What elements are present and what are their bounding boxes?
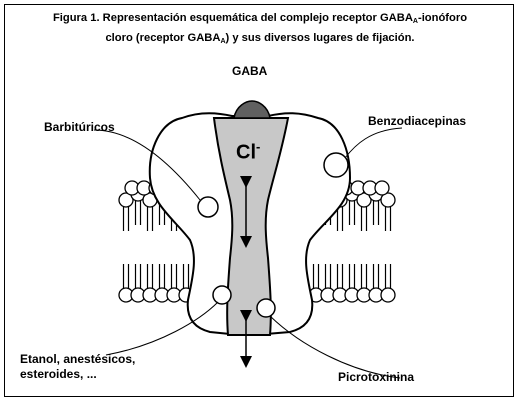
etanol-label-line-1: Etanol, anestésicos, — [20, 352, 136, 366]
caption-line-2-text: cloro (receptor GABA — [105, 32, 221, 44]
caption-line-1-subscript: A — [412, 18, 418, 25]
caption-line-2: cloro (receptor GABAA) y sus diversos lu… — [20, 30, 500, 50]
picrotoxinina-leader-line — [269, 315, 401, 379]
phospholipid — [320, 264, 336, 303]
phospholipid — [380, 264, 396, 303]
phospholipid — [356, 264, 372, 303]
caption-line-1: Figura 1. Representación esquemática del… — [20, 10, 500, 30]
etanol-label-line-2: esteroides, ... — [20, 367, 97, 381]
ethanol-binding-site — [212, 285, 232, 305]
phospholipid — [118, 264, 134, 303]
benzodiazepine-binding-site — [323, 152, 349, 178]
phospholipid — [380, 192, 396, 231]
benzodiacepinas-leader-line — [344, 127, 403, 159]
chloride-symbol: Cl — [236, 141, 256, 164]
chloride-charge: - — [256, 139, 261, 154]
caption-line-2-tail: ) y sus diversos lugares de fijación. — [225, 32, 415, 44]
barbituricos-leader-line — [93, 129, 201, 201]
barbituricos-label: Barbitúricos — [44, 120, 115, 134]
phospholipid — [332, 264, 348, 303]
phospholipid — [356, 192, 372, 231]
gaba-label: GABA — [232, 64, 268, 78]
picrotoxin-binding-site — [256, 298, 276, 318]
picrotoxinina-label: Picrotoxinina — [338, 370, 415, 384]
phospholipid — [344, 264, 360, 303]
barbiturate-binding-site — [197, 196, 219, 218]
phospholipid — [368, 264, 384, 303]
caption-line-1-text: Figura 1. Representación esquemática del… — [52, 12, 413, 24]
phospholipid-head — [374, 180, 390, 196]
phospholipid — [166, 264, 182, 303]
phospholipid — [142, 192, 158, 231]
etanol-leader-line — [105, 301, 219, 356]
figure-caption: Figura 1. Representación esquemática del… — [20, 10, 500, 50]
chloride-ion-label: Cl- — [236, 139, 260, 165]
caption-line-1-tail: -ionóforo — [417, 12, 468, 24]
phospholipid — [118, 192, 134, 231]
benzodiacepinas-label: Benzodiacepinas — [368, 114, 467, 128]
caption-line-2-subscript: A — [220, 38, 226, 45]
gaba-binding-site — [233, 100, 271, 119]
